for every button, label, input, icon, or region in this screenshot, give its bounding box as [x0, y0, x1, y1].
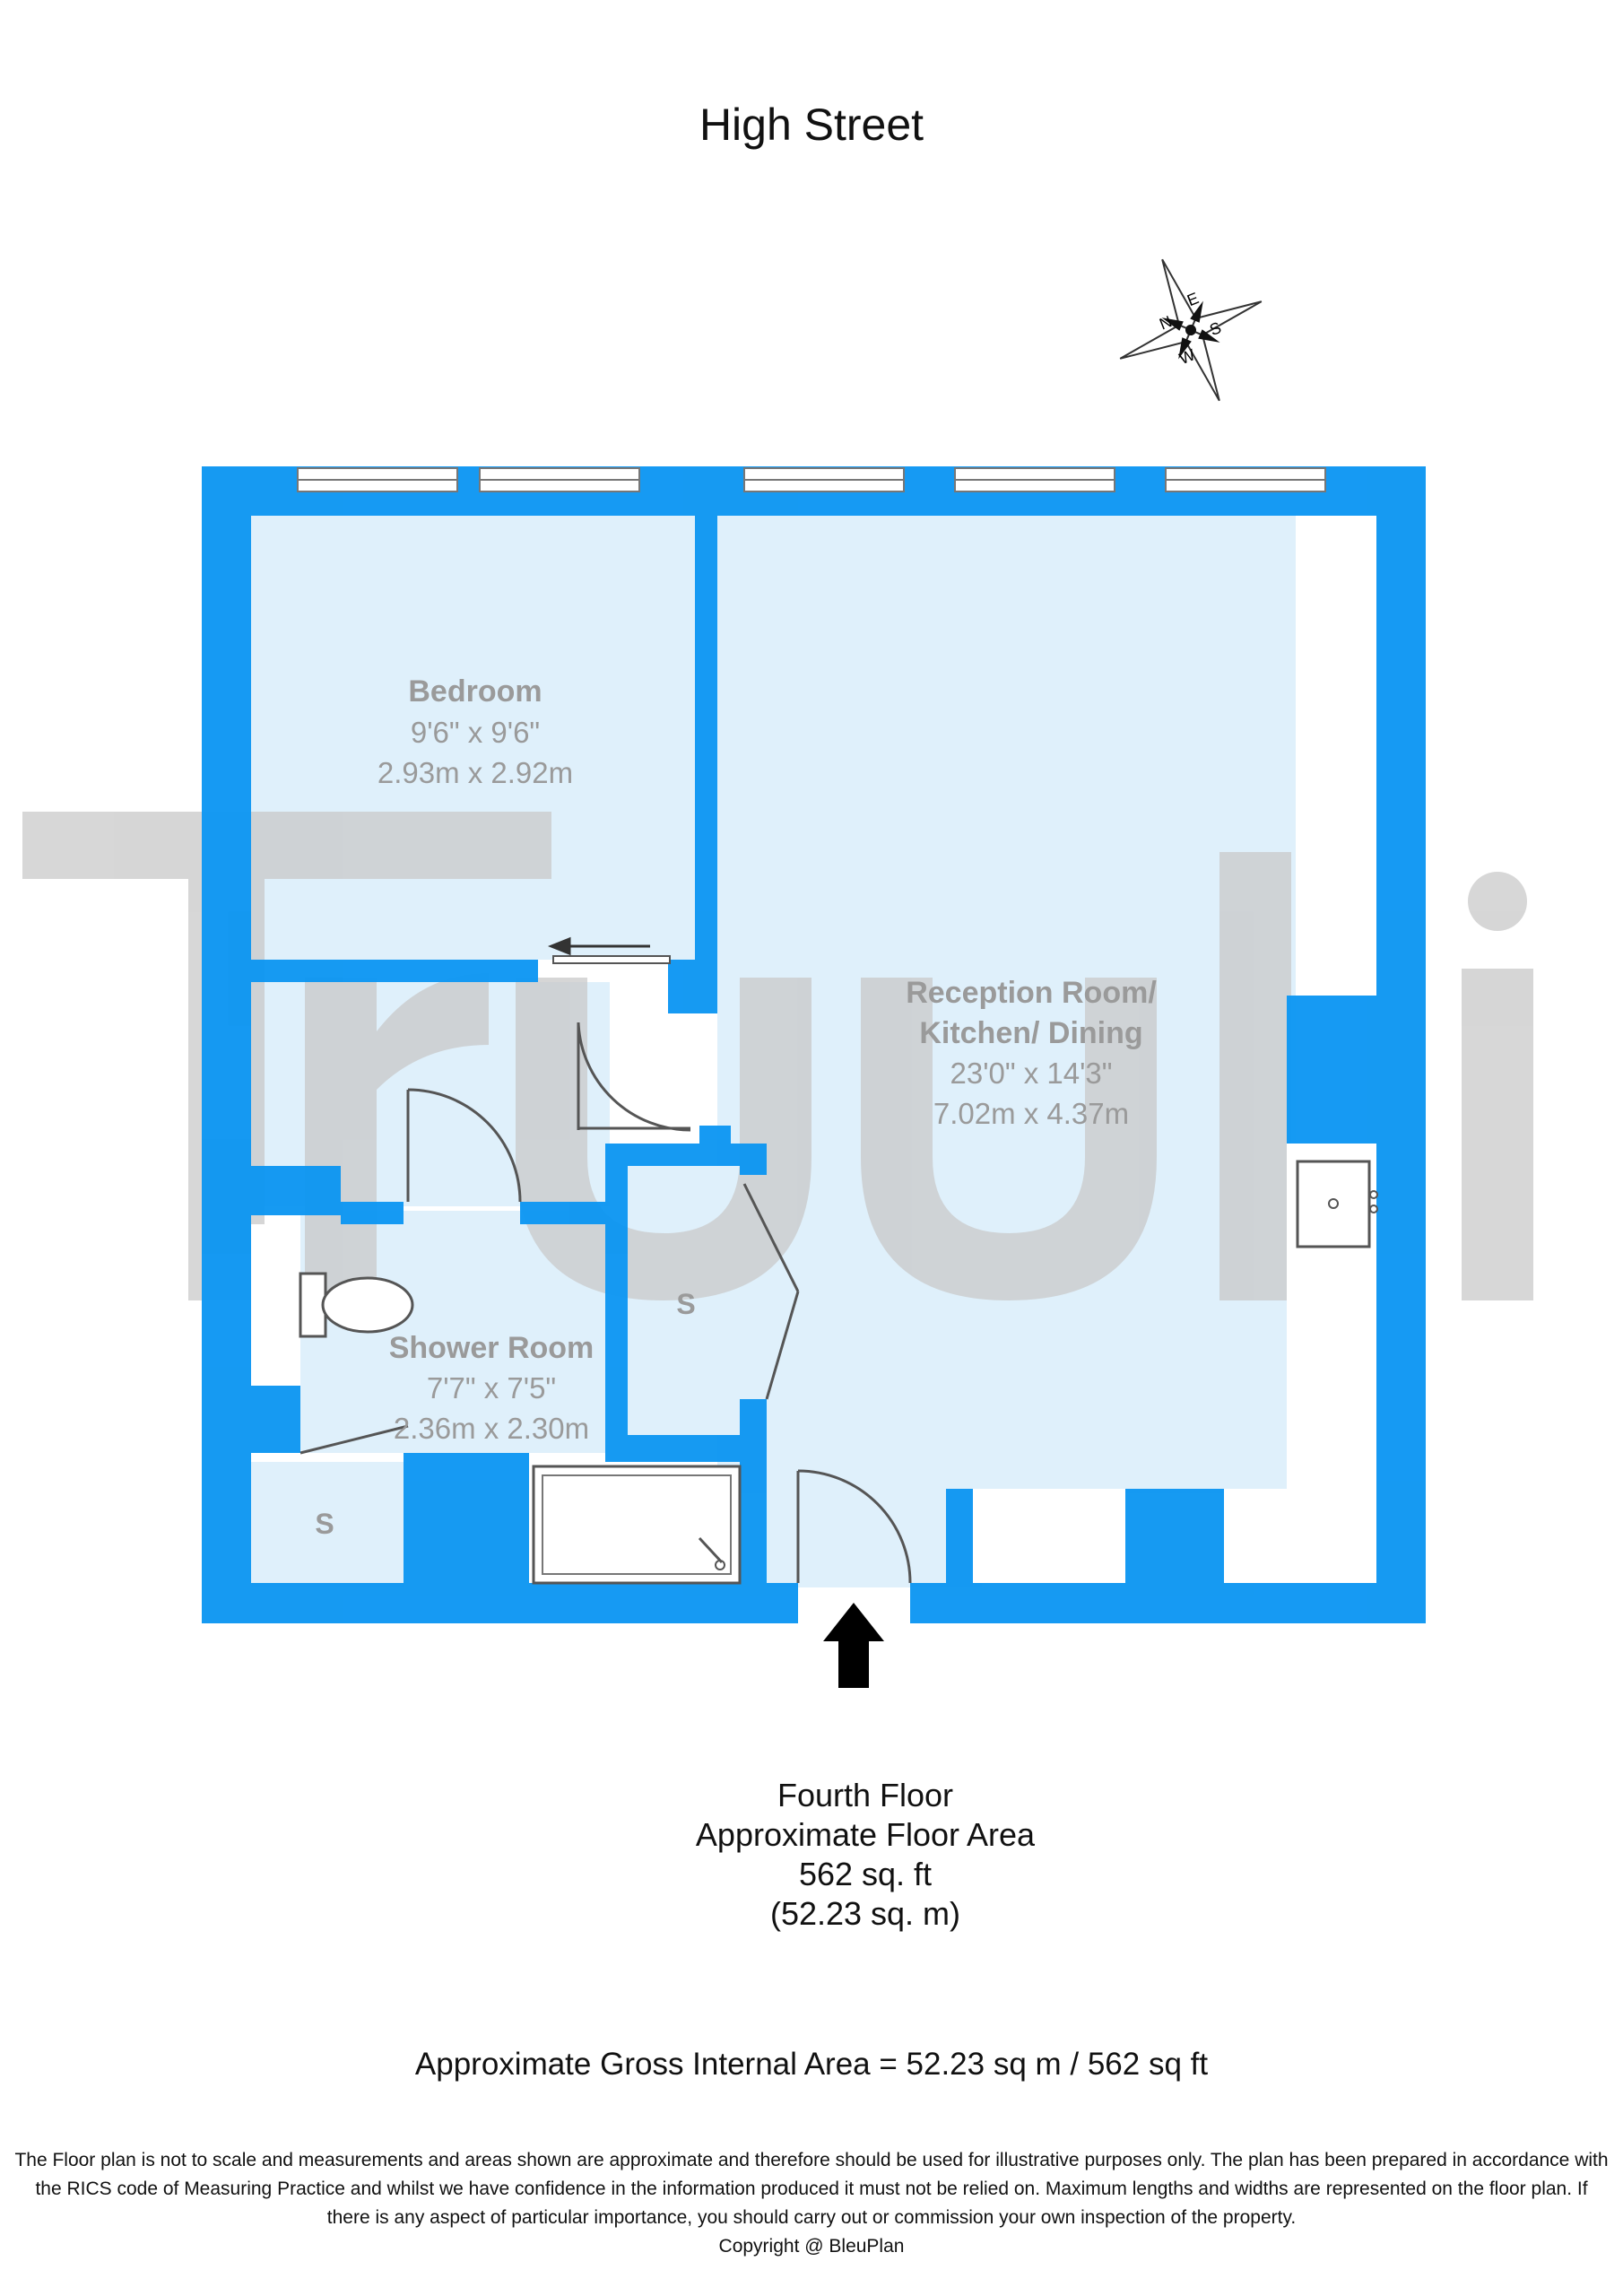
wc-wall-panel — [251, 1224, 300, 1386]
shower-drain — [715, 1560, 725, 1570]
kitchen-counter — [1287, 1144, 1376, 1489]
floor-area-sqm: (52.23 sq. m) — [769, 1895, 961, 1932]
doors — [299, 1022, 912, 1584]
floor-area-info: Fourth Floor Approximate Floor Area 562 … — [0, 1776, 1623, 1934]
sink-tap — [1369, 1190, 1378, 1199]
bedroom-floor — [251, 516, 695, 960]
sink-drain — [1328, 1198, 1339, 1209]
bedroom-imperial: 9'6" x 9'6" — [411, 716, 540, 749]
disclaimer-line-1: The Floor plan is not to scale and measu… — [14, 2150, 1609, 2170]
floor-plan: N E S W Bedroom 9'6" x 9'6" 2.93m x 2.92… — [22, 258, 1533, 1688]
shower-room-metric: 2.36m x 2.30m — [394, 1412, 589, 1445]
reception-name-line2: Kitchen/ Dining — [919, 1016, 1142, 1050]
copyright: Copyright @ BleuPlan — [718, 2236, 905, 2257]
entrance-arrow — [823, 1603, 884, 1688]
toilet-bowl — [321, 1276, 414, 1334]
shower-room-name: Shower Room — [389, 1331, 595, 1365]
disclaimer-line-3: there is any aspect of particular import… — [326, 2207, 1297, 2228]
bedroom-metric: 2.93m x 2.92m — [378, 756, 573, 789]
floor-name: Fourth Floor — [777, 1777, 954, 1813]
disclaimer-line-2: the RICS code of Measuring Practice and … — [35, 2179, 1588, 2199]
bedroom-name: Bedroom — [408, 674, 542, 709]
gross-internal-area: Approximate Gross Internal Area = 52.23 … — [414, 2047, 1209, 2082]
disclaimer: The Floor plan is not to scale and measu… — [0, 2146, 1623, 2261]
compass-icon: N E S W — [1119, 258, 1263, 402]
floor-area-sqft: 562 sq. ft — [798, 1856, 933, 1892]
sink — [1296, 1160, 1371, 1248]
kitchen-unit — [1224, 1489, 1376, 1583]
shower-room-imperial: 7'7" x 7'5" — [427, 1371, 556, 1405]
reception-imperial: 23'0" x 14'3" — [950, 1057, 1113, 1090]
storage-label-shower: S — [315, 1508, 334, 1540]
walls — [202, 466, 1426, 1623]
reception-name-line1: Reception Room/ — [906, 976, 1157, 1010]
kitchen-unit-2 — [973, 1489, 1125, 1583]
reception-metric: 7.02m x 4.37m — [933, 1097, 1129, 1130]
shower-tray — [532, 1465, 742, 1585]
street-name: High Street — [699, 100, 924, 150]
storage-label-hall: S — [676, 1288, 695, 1320]
floor-area-label: Approximate Floor Area — [695, 1816, 1036, 1853]
compass-w: W — [1176, 345, 1197, 368]
shower-drain-mark — [698, 1536, 724, 1564]
shower-tray-inner — [542, 1474, 732, 1575]
store-floor-shower — [251, 1462, 404, 1587]
toilet-cistern — [299, 1272, 327, 1338]
sliding-door — [547, 936, 671, 964]
sink-tap-2 — [1369, 1205, 1378, 1213]
